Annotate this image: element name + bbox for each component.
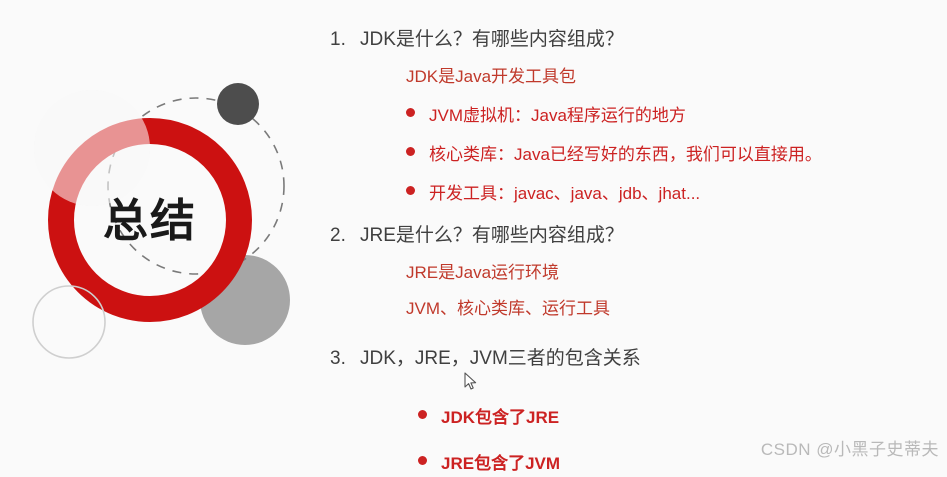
question-1: 1. JDK是什么？有哪些内容组成？	[330, 26, 947, 54]
question-3: 3. JDK，JRE，JVM三者的包含关系	[330, 345, 947, 373]
bullet-dot-icon	[406, 108, 415, 117]
bullet-dot-icon	[418, 456, 427, 465]
csdn-watermark: CSDN @小黑子史蒂夫	[760, 440, 939, 459]
subhead-2: JRE是Java运行环境	[406, 263, 560, 282]
bullet-list-3: JDK包含了JRE JRE包含了JVM	[330, 405, 947, 477]
subhead-1: JDK是Java开发工具包	[406, 67, 577, 86]
list-item-label: 核心类库：Java已经写好的东西，我们可以直接用。	[429, 145, 822, 164]
list-item-label: JDK包含了JRE	[441, 408, 560, 427]
question-1-number: 1.	[330, 29, 346, 50]
summary-badge-graphic: 总结	[0, 0, 330, 470]
question-1-text: JDK是什么？有哪些内容组成？	[360, 29, 624, 50]
question-2: 2. JRE是什么？有哪些内容组成？	[330, 222, 947, 250]
pale-circle-overlay	[34, 90, 150, 206]
bullet-dot-icon	[418, 410, 427, 419]
subhead-2-secondary: JVM、核心类库、运行工具	[406, 299, 610, 318]
list-item-label: 开发工具：javac、java、jdb、jhat...	[429, 184, 701, 203]
question-3-number: 3.	[330, 348, 346, 369]
list-item: JVM虚拟机：Java程序运行的地方	[406, 103, 947, 129]
bullet-list-1: JVM虚拟机：Java程序运行的地方 核心类库：Java已经写好的东西，我们可以…	[330, 103, 947, 207]
qa-block-3: 3. JDK，JRE，JVM三者的包含关系 JDK包含了JRE JRE包含了JV…	[330, 345, 947, 477]
dark-dot-decoration	[217, 83, 259, 125]
list-item-label: JRE包含了JVM	[441, 454, 561, 473]
outline-circle-decoration	[32, 285, 106, 359]
question-3-text: JDK，JRE，JVM三者的包含关系	[360, 348, 641, 369]
list-item: JDK包含了JRE	[418, 405, 947, 431]
list-item-label: JVM虚拟机：Java程序运行的地方	[429, 106, 686, 125]
bullet-dot-icon	[406, 186, 415, 195]
list-item: 开发工具：javac、java、jdb、jhat...	[406, 181, 947, 207]
list-item: JRE包含了JVM	[418, 451, 947, 477]
qa-block-1: 1. JDK是什么？有哪些内容组成？ JDK是Java开发工具包 JVM虚拟机：…	[330, 26, 947, 207]
bullet-dot-icon	[406, 147, 415, 156]
qa-block-2: 2. JRE是什么？有哪些内容组成？ JRE是Java运行环境 JVM、核心类库…	[330, 222, 947, 322]
question-2-text: JRE是什么？有哪些内容组成？	[360, 225, 624, 246]
content-column: 1. JDK是什么？有哪些内容组成？ JDK是Java开发工具包 JVM虚拟机：…	[330, 0, 947, 473]
list-item: 核心类库：Java已经写好的东西，我们可以直接用。	[406, 142, 947, 168]
red-ring	[48, 118, 252, 322]
question-2-number: 2.	[330, 225, 346, 246]
